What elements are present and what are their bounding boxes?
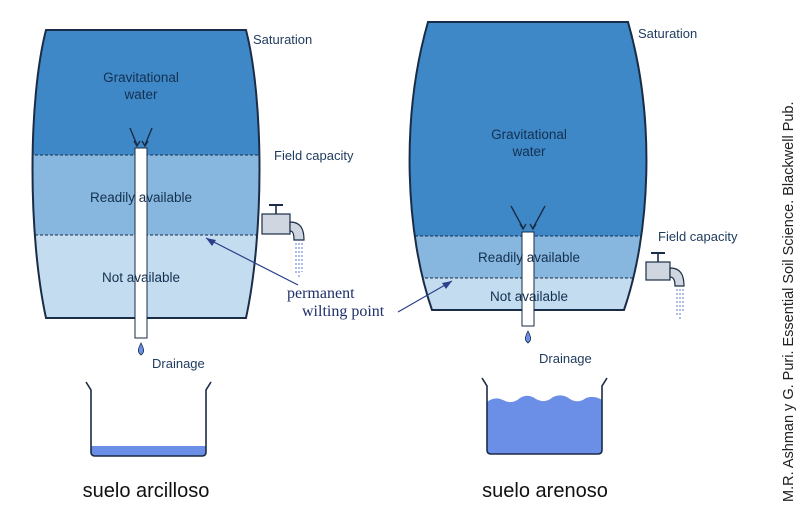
right-tap-icon xyxy=(645,252,685,319)
right-gravitational-zone xyxy=(409,22,647,236)
left-barrel: Saturation Gravitational water Field cap… xyxy=(31,29,354,371)
right-pan-water xyxy=(487,395,602,454)
left-readily-label: Readily available xyxy=(90,190,192,205)
right-saturation-label: Saturation xyxy=(638,26,697,41)
right-barrel-outline xyxy=(408,21,648,311)
pwp-arrow-left xyxy=(205,237,299,286)
right-not-available-label: Not available xyxy=(490,289,568,304)
left-gravitational-zone xyxy=(32,30,260,155)
left-not-available-label: Not available xyxy=(102,270,180,285)
right-readily-label: Readily available xyxy=(478,250,580,265)
right-drain-tube xyxy=(521,231,535,327)
right-gravitational-label-2: water xyxy=(511,144,546,159)
right-pan-outline xyxy=(481,377,608,455)
left-caption: suelo arcilloso xyxy=(83,480,210,502)
left-drop-icon xyxy=(137,342,145,356)
right-caption: suelo arenoso xyxy=(482,480,608,502)
right-drainage-label: Drainage xyxy=(539,351,592,366)
right-pan: suelo arenoso xyxy=(481,377,608,502)
left-gravitational-label-2: water xyxy=(123,87,158,102)
left-gravitational-label-1: Gravitational xyxy=(103,70,179,85)
left-barrel-outline xyxy=(31,29,261,319)
right-barrel: Saturation Gravitational water Field cap… xyxy=(408,21,738,366)
pwp-label-2: wilting point xyxy=(302,303,385,320)
left-field-capacity-label: Field capacity xyxy=(274,148,354,163)
left-saturation-label: Saturation xyxy=(253,32,312,47)
right-gravitational-label-1: Gravitational xyxy=(491,127,567,142)
left-drainage-label: Drainage xyxy=(152,356,205,371)
pwp-annotation: permanent wilting point xyxy=(205,237,453,320)
right-drop-icon xyxy=(524,330,532,344)
left-inflow-arrows xyxy=(129,127,153,146)
right-field-capacity-label: Field capacity xyxy=(658,229,738,244)
left-tap-icon xyxy=(261,204,305,278)
pwp-arrow-right xyxy=(397,280,453,313)
left-pan: suelo arcilloso xyxy=(83,381,212,502)
left-pan-outline xyxy=(85,381,212,457)
credit-text: M.R. Ashman y G. Puri. Essential Soil Sc… xyxy=(781,101,797,502)
left-drain-tube xyxy=(134,147,148,339)
pwp-label-1: permanent xyxy=(287,285,355,302)
left-pan-water xyxy=(91,446,206,456)
